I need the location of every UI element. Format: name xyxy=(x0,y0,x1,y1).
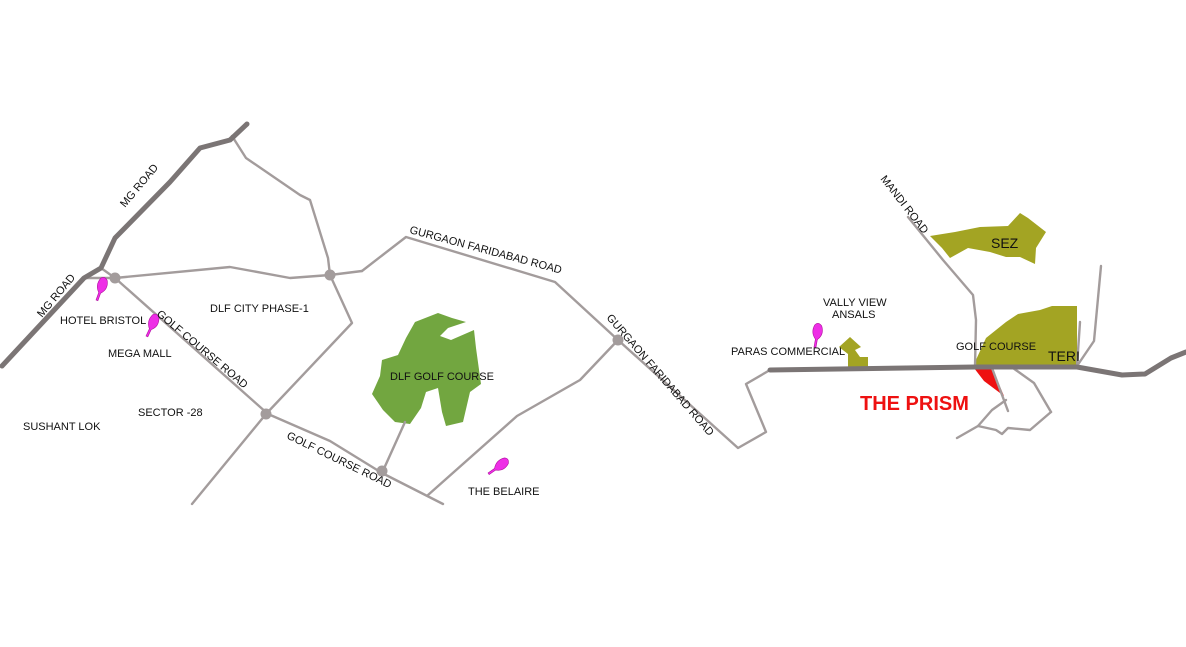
mega-mall-label: MEGA MALL xyxy=(108,348,172,360)
major-roads xyxy=(0,121,1186,378)
gurgaon-faridabad-road-lower-label: GURGAON FARIDABAD ROAD xyxy=(604,312,716,438)
the-prism-site xyxy=(974,368,1004,396)
pin-icon xyxy=(95,277,108,302)
mg-road-upper-label: MG ROAD xyxy=(118,162,161,210)
sector-28-label: SECTOR -28 xyxy=(138,407,203,419)
hotel-bristol-label: HOTEL BRISTOL xyxy=(60,315,146,327)
junction-golf-course-road xyxy=(376,465,388,477)
the-prism-label: THE PRISM xyxy=(860,393,969,415)
mandi-road-label: MANDI ROAD xyxy=(878,173,931,236)
junction-sector-28 xyxy=(260,408,272,420)
pin-the-belaire xyxy=(487,457,509,476)
paras-commercial-label: PARAS COMMERCIAL xyxy=(731,346,845,358)
golf-course-label: GOLF COURSE xyxy=(956,341,1036,353)
junctions xyxy=(109,269,624,477)
junction-gurgaon-faridabad xyxy=(612,334,624,346)
pin-paras-commercial xyxy=(812,323,823,348)
pin-icon xyxy=(145,313,160,338)
mg-road-lower-label: MG ROAD xyxy=(35,272,78,320)
sez-area xyxy=(930,213,1046,264)
dlf-golf-course-label: DLF GOLF COURSE xyxy=(390,371,494,383)
vally-view-label-line2: ANSALS xyxy=(832,309,875,321)
vally-view-label-line1: VALLY VIEW xyxy=(823,297,887,309)
golf-course-road-lower-label: GOLF COURSE ROAD xyxy=(285,430,394,491)
pin-hotel-bristol xyxy=(95,277,108,302)
vally-view-ansals-area xyxy=(839,337,868,367)
junction-dlf-city xyxy=(324,269,336,281)
pin-icon xyxy=(487,457,509,476)
sez-label: SEZ xyxy=(991,235,1019,251)
golf-course-area xyxy=(975,306,1077,367)
minor-roads xyxy=(82,134,1103,506)
dlf-golf-course-area xyxy=(372,313,481,426)
junction-hotel-bristol xyxy=(109,272,121,284)
pin-icon xyxy=(812,323,823,348)
the-belaire-label: THE BELAIRE xyxy=(468,486,540,498)
dlf-city-label: DLF CITY PHASE-1 xyxy=(210,303,309,315)
gurgaon-faridabad-road-upper-label: GURGAON FARIDABAD ROAD xyxy=(408,224,563,276)
sushant-lok-label: SUSHANT LOK xyxy=(23,421,101,433)
teri-label: TERI xyxy=(1048,348,1080,364)
pin-mega-mall xyxy=(145,313,160,338)
